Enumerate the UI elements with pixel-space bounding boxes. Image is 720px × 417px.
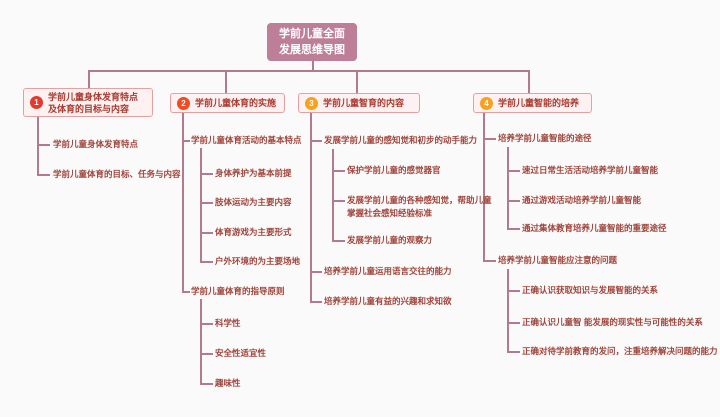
- connector-line: [310, 301, 322, 303]
- connector-line: [88, 70, 529, 72]
- branch-4-intelligence-cultivation[interactable]: 4 学前儿童智能的培养: [473, 93, 592, 113]
- connector-line: [200, 232, 213, 234]
- branch-1-label: 学前儿童身体发育特点及体育的目标与内容: [48, 91, 139, 114]
- node-safety-suitability[interactable]: 安全性适宜性: [215, 348, 267, 358]
- connector-line: [507, 322, 520, 324]
- connector-line: [37, 144, 50, 146]
- branch-2-badge: 2: [177, 96, 190, 110]
- connector-line: [528, 70, 530, 93]
- node-game-activities[interactable]: 通过游戏活动培养学前儿童智能: [522, 195, 642, 205]
- node-protect-sense-organs[interactable]: 保护学前儿童的感觉器官: [347, 165, 441, 175]
- node-collective-education[interactable]: 通过集体教育培养儿童智能的重要途径: [522, 223, 667, 233]
- node-problem-solving-ability[interactable]: 正确对待学前教育的发问，注重培养解决问题的能力: [522, 346, 718, 356]
- connector-line: [483, 260, 496, 262]
- branch-4-label: 学前儿童智能的培养: [498, 98, 580, 108]
- branch-3-label: 学前儿童智育的内容: [323, 98, 405, 108]
- connector-line: [310, 113, 312, 303]
- connector-line: [182, 140, 190, 142]
- connector-line: [310, 271, 322, 273]
- connector-line: [200, 353, 213, 355]
- connector-line: [200, 173, 213, 175]
- node-intelligence-attention-issues[interactable]: 培养学前儿童智能应注意的问题: [498, 255, 618, 265]
- connector-line: [37, 174, 50, 176]
- node-limb-movement-content[interactable]: 肢体运动为主要内容: [215, 197, 292, 207]
- branch-3-intellectual-edu-content[interactable]: 3 学前儿童智育的内容: [298, 93, 420, 113]
- branch-1-badge: 1: [30, 96, 43, 109]
- connector-line: [37, 117, 39, 176]
- connector-line: [507, 170, 520, 172]
- node-physical-dev-traits[interactable]: 学前儿童身体发育特点: [53, 139, 139, 149]
- node-fun[interactable]: 趣味性: [215, 378, 241, 388]
- connector-line: [225, 70, 227, 93]
- connector-line: [332, 240, 345, 242]
- node-pe-activity-traits[interactable]: 学前儿童体育活动的基本特点: [191, 135, 302, 145]
- connector-line: [200, 202, 213, 204]
- connector-line: [88, 70, 90, 88]
- branch-2-label: 学前儿童体育的实施: [195, 98, 277, 108]
- node-interest-curiosity[interactable]: 培养学前儿童有益的兴趣和求知欲: [324, 296, 452, 306]
- connector-line: [332, 170, 345, 172]
- connector-line: [507, 351, 520, 353]
- node-daily-life-activities[interactable]: 速过日常生活活动培养学前儿童智能: [522, 165, 659, 175]
- node-develop-observation[interactable]: 发展学前儿童的观察力: [347, 235, 433, 245]
- node-intelligence-pathways[interactable]: 培养学前儿童智能的途径: [498, 133, 592, 143]
- node-pe-games-form[interactable]: 体育游戏为主要形式: [215, 227, 292, 237]
- connector-line: [356, 70, 358, 93]
- node-develop-perceptions-social-standards[interactable]: 发展学前儿童的各种感知觉，帮助儿童掌握社会感知经验标准: [347, 195, 492, 218]
- node-scientific[interactable]: 科学性: [215, 318, 241, 328]
- connector-line: [483, 113, 485, 262]
- connector-line: [310, 140, 322, 142]
- node-outdoor-venue[interactable]: 户外环境的为主要场地: [215, 256, 301, 266]
- node-pe-goals-tasks-content[interactable]: 学前儿童体育的目标、任务与内容: [53, 169, 181, 179]
- connector-line: [483, 138, 496, 140]
- connector-line: [182, 291, 190, 293]
- connector-line: [507, 147, 509, 230]
- connector-line: [200, 323, 213, 325]
- connector-line: [507, 290, 520, 292]
- connector-line: [332, 200, 345, 202]
- node-develop-perception-hands-on[interactable]: 发展学前儿童的感知觉和初步的动手能力: [324, 135, 478, 145]
- node-pe-guiding-principles[interactable]: 学前儿童体育的指导原则: [191, 286, 285, 296]
- branch-4-badge: 4: [480, 96, 493, 110]
- connector-line: [332, 149, 334, 242]
- connector-line: [200, 383, 213, 385]
- connector-line: [200, 148, 202, 262]
- branch-2-pe-implementation[interactable]: 2 学前儿童体育的实施: [170, 93, 285, 113]
- connector-line: [507, 228, 520, 230]
- node-reality-vs-possibility[interactable]: 正确认识儿童智 能发展的现实性与可能性的关系: [522, 317, 703, 327]
- branch-1-physical-dev-and-pe-goals[interactable]: 1 学前儿童身体发育特点及体育的目标与内容: [23, 88, 153, 117]
- connector-line: [200, 299, 202, 385]
- connector-line: [200, 261, 213, 263]
- branch-3-badge: 3: [305, 96, 318, 110]
- node-language-communication[interactable]: 培养学前儿童运用语言交往的能力: [324, 266, 452, 276]
- connector-line: [507, 200, 520, 202]
- connector-line: [182, 113, 184, 293]
- connector-line: [507, 269, 509, 353]
- node-body-care-premise[interactable]: 身体养护为基本前提: [215, 168, 292, 178]
- connector-line: [312, 61, 314, 71]
- node-knowledge-vs-intelligence[interactable]: 正确认识获取知识与发展智能的关系: [522, 285, 659, 295]
- root-node[interactable]: 学前儿童全面发展思维导图: [267, 23, 357, 61]
